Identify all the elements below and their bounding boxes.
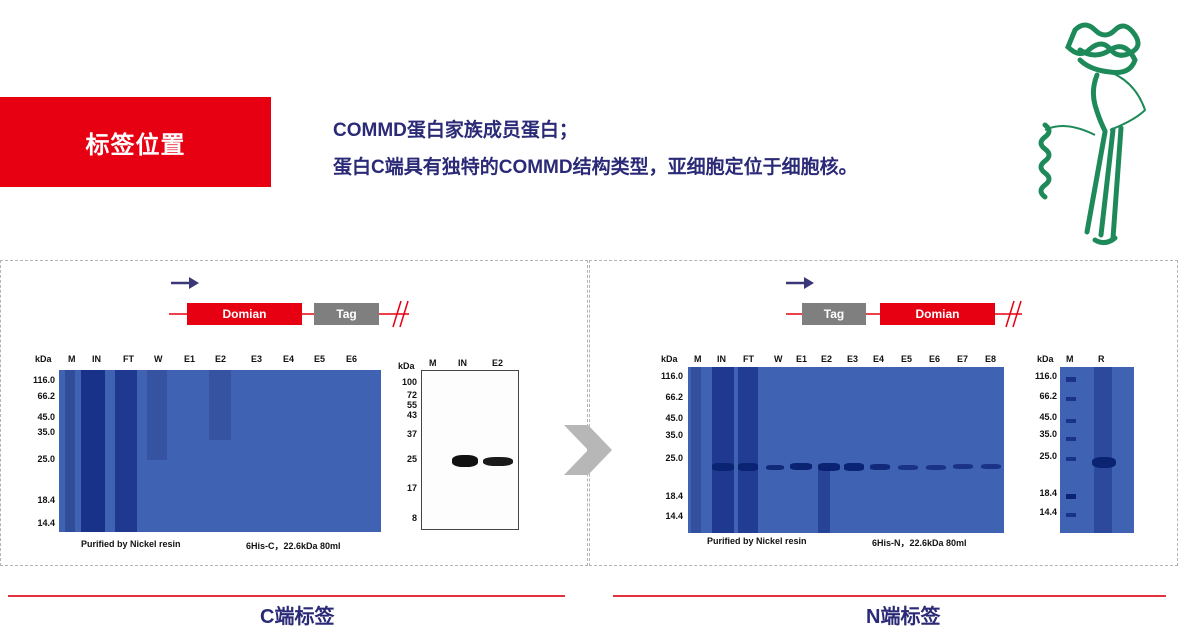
lane-label: E4 [873,354,885,364]
marker-label: 18.4 [37,495,55,505]
lane-label: E3 [847,354,859,364]
lane-label: IN [458,358,467,368]
marker-label: 116.0 [1034,371,1057,381]
lane-label: W [154,354,163,364]
n-terminal-panel: Tag Domian kDa M IN FT W E1 E2 E3 E4 E5 … [589,260,1178,566]
lane-label: M [694,354,702,364]
marker-label: 37 [406,429,417,439]
marker-label: 25.0 [665,453,683,463]
marker-label: 8 [411,513,417,523]
western-blot [421,370,519,530]
marker-label: 25.0 [37,454,55,464]
lane-label: E1 [184,354,196,364]
marker-label: 43 [406,410,417,420]
gel2-unit-label: kDa [1037,354,1054,364]
lane-label: M [1066,354,1074,364]
n-terminal-label: N端标签 [866,606,941,628]
marker-label: 14.4 [37,518,55,528]
lane-label: E4 [283,354,295,364]
c-terminal-label: C端标签 [260,606,335,628]
marker-label: 45.0 [1039,412,1057,422]
marker-label: 35.0 [1039,429,1057,439]
lane-label: R [1098,354,1105,364]
marker-label: 66.2 [1039,391,1057,401]
lane-label: FT [123,354,134,364]
marker-label: 25.0 [1039,451,1057,461]
marker-label: 100 [401,377,417,387]
arrow-right-icon [786,277,814,289]
sds-page-gel-2 [1060,367,1134,533]
lane-label: FT [743,354,754,364]
section-badge: 标签位置 [0,97,271,187]
lane-label: IN [92,354,101,364]
lane-label: E2 [821,354,833,364]
marker-label: 66.2 [665,392,683,402]
marker-label: 35.0 [37,427,55,437]
section-badge-label: 标签位置 [85,131,186,159]
lane-label: E5 [314,354,326,364]
arrow-right-icon [171,277,199,289]
lane-label: W [774,354,783,364]
footer-divider-right [613,595,1166,597]
marker-label: 14.4 [1039,507,1057,517]
gel-unit-label: kDa [661,354,678,364]
lane-label: M [429,358,437,368]
gel-unit-label: kDa [35,354,52,364]
lane-label: E3 [251,354,263,364]
domain-block: Domian [187,303,302,325]
tag-block: Tag [314,303,379,325]
description-line-2: 蛋白C端具有独特的COMMD结构类型，亚细胞定位于细胞核。 [333,157,858,178]
marker-label: 45.0 [665,413,683,423]
gel-caption-conditions: 6His-N，22.6kDa 80ml [872,538,967,548]
marker-label: 35.0 [665,430,683,440]
c-terminal-panel: Domian Tag kDa M IN FT W E1 E2 E3 E4 E5 … [0,260,588,566]
tag-block: Tag [802,303,866,325]
protein-structure-icon [1038,22,1147,246]
wb-unit-label: kDa [398,361,415,371]
lane-label: E7 [957,354,969,364]
lane-label: M [68,354,76,364]
marker-label: 14.4 [665,511,683,521]
description-line-1: COMMD蛋白家族成员蛋白； [333,120,578,141]
gel-caption-conditions: 6His-C，22.6kDa 80ml [246,541,341,551]
marker-label: 72 [406,390,417,400]
lane-label: E6 [346,354,358,364]
footer-divider-left [8,595,565,597]
marker-label: 45.0 [37,412,55,422]
lane-label: E2 [492,358,504,368]
marker-label: 116.0 [32,375,55,385]
marker-label: 55 [406,400,417,410]
sds-page-gel [688,367,1004,533]
domain-block: Domian [880,303,995,325]
gel-caption-method: Purified by Nickel resin [707,536,807,546]
gel-caption-method: Purified by Nickel resin [81,539,181,549]
marker-label: 18.4 [665,491,683,501]
chevron-right-icon [564,425,612,475]
sds-page-gel [59,370,381,532]
marker-label: 116.0 [660,371,683,381]
marker-label: 17 [406,483,417,493]
lane-label: E5 [901,354,913,364]
lane-label: E8 [985,354,997,364]
lane-label: E2 [215,354,227,364]
lane-label: IN [717,354,726,364]
marker-label: 25 [406,454,417,464]
marker-label: 18.4 [1039,488,1057,498]
marker-label: 66.2 [37,391,55,401]
lane-label: E6 [929,354,941,364]
lane-label: E1 [796,354,808,364]
